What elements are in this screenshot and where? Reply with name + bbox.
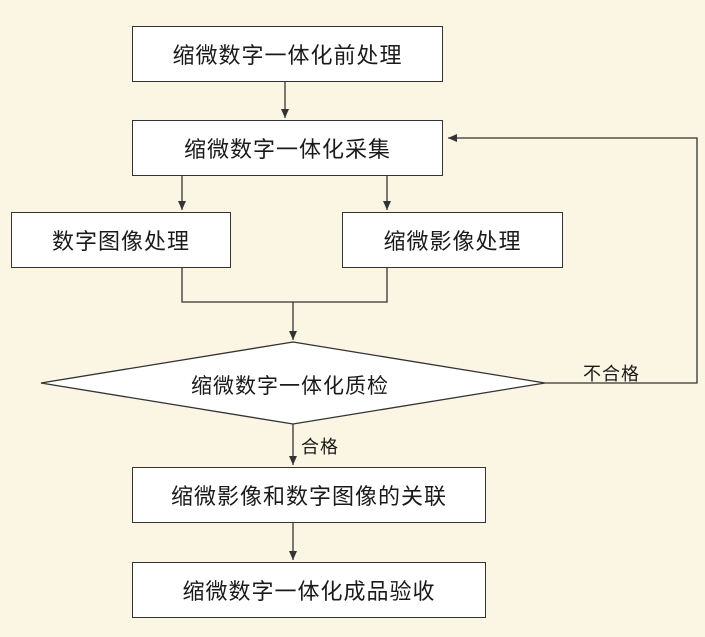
fail-label: 不合格: [583, 364, 640, 385]
association-box: 缩微影像和数字图像的关联: [132, 467, 486, 523]
quality-check-label: 缩微数字一体化质检: [191, 374, 389, 398]
pass-label: 合格: [301, 437, 339, 458]
preprocess-box: 缩微数字一体化前处理: [132, 26, 443, 82]
capture-box: 缩微数字一体化采集: [132, 120, 443, 176]
micro-processing-box: 缩微影像处理: [342, 212, 563, 268]
digital-processing-box: 数字图像处理: [11, 212, 231, 268]
arrow-fail-loop-to-capture: [448, 134, 698, 384]
acceptance-box: 缩微数字一体化成品验收: [132, 562, 486, 618]
merge-line: [181, 268, 388, 303]
